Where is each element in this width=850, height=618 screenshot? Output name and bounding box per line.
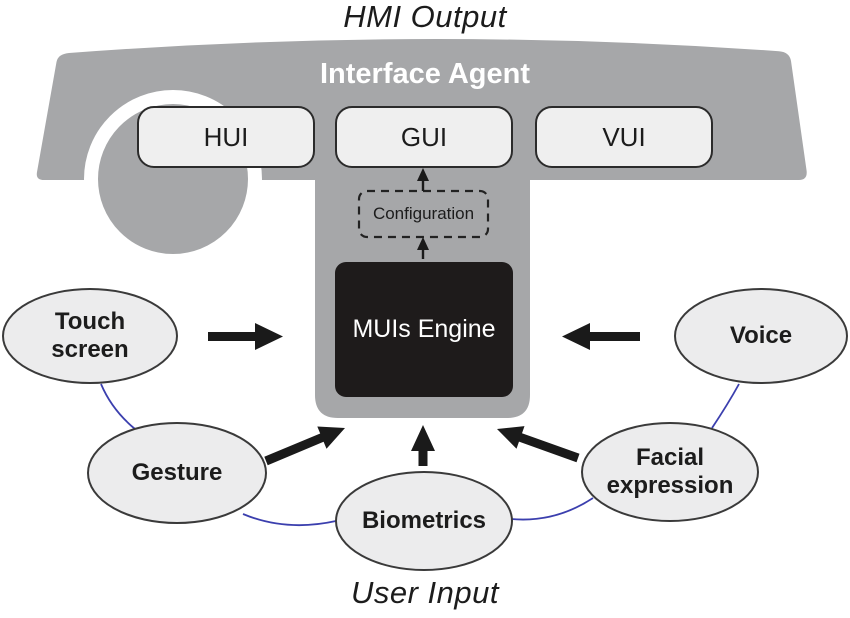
connector-biometrics-facial	[510, 497, 594, 521]
gui-box	[335, 106, 513, 168]
voice-label: Voice	[729, 322, 793, 349]
user-input-title: User Input	[350, 575, 499, 610]
configuration-label: Configuration	[372, 204, 475, 223]
engine-label: MUIs Engine	[352, 315, 496, 343]
touch-screen-arrow	[208, 323, 283, 350]
facial-expression-arrow	[497, 426, 580, 463]
vui-box	[535, 106, 713, 168]
touch-screen-label: Touch screen	[51, 308, 129, 363]
engine-box	[335, 262, 513, 397]
gesture-label: Gesture	[131, 459, 223, 486]
biometrics-ellipse	[335, 471, 513, 571]
gui-label: GUI	[400, 122, 448, 152]
interface-agent-label: Interface Agent	[319, 58, 531, 90]
hui-label: HUI	[203, 122, 249, 152]
gesture-ellipse	[87, 422, 267, 524]
connector-touch-gesture	[100, 383, 136, 430]
engine-to-config-arrowhead	[417, 237, 429, 250]
config-to-gui-arrowhead	[417, 168, 429, 181]
hui-box	[137, 106, 315, 168]
biometrics-arrow	[411, 425, 435, 466]
connector-facial-voice	[711, 383, 740, 429]
touch-screen-ellipse	[2, 288, 178, 384]
facial-expression-label: Facial expression	[606, 444, 734, 499]
connector-gesture-biometrics	[242, 513, 337, 527]
vui-label: VUI	[602, 122, 646, 152]
voice-ellipse	[674, 288, 848, 384]
hmi-output-title: HMI Output	[343, 0, 507, 34]
biometrics-label: Biometrics	[361, 507, 487, 534]
gesture-arrow	[264, 426, 345, 466]
voice-arrow	[562, 323, 640, 350]
facial-expression-ellipse	[581, 422, 759, 522]
